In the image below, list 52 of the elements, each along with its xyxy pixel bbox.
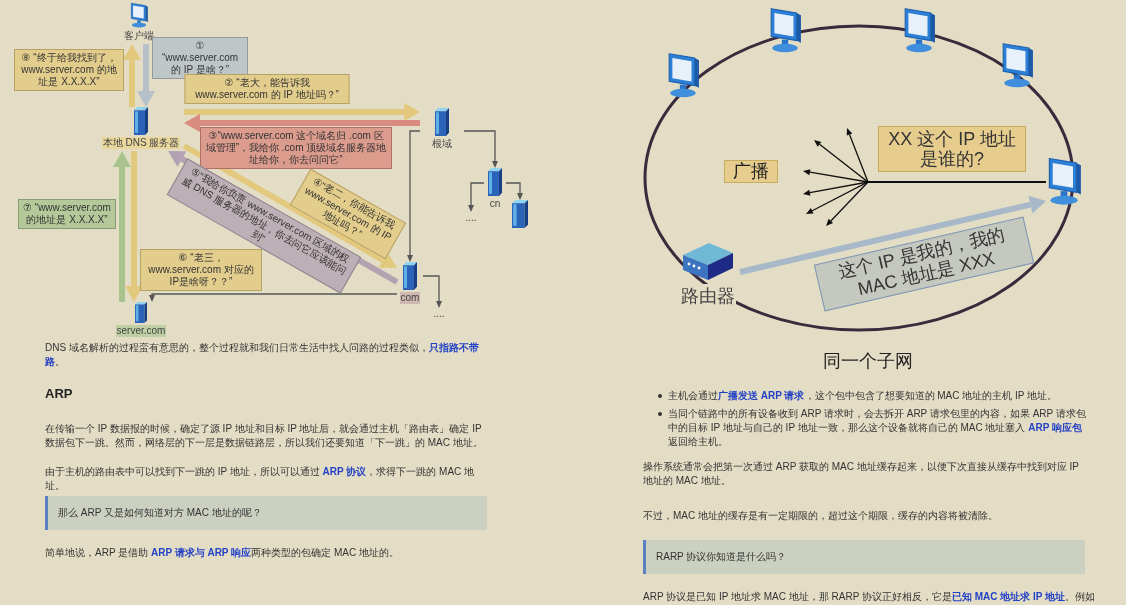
edge-label: 这个 IP 是我的，我的 MAC 地址是 XXX bbox=[813, 216, 1035, 312]
edge-label: XX 这个 IP 地址是谁的? bbox=[878, 126, 1026, 172]
paragraph: DNS 域名解析的过程蛮有意思的，整个过程就和我们日常生活中找人问路的过程类似，只指路不带路。 bbox=[45, 341, 480, 369]
callout-label: 广播 bbox=[724, 160, 778, 183]
paragraph: 操作系统通常会把第一次通过 ARP 获取的 MAC 地址缓存起来，以便下次直接从缓存中找到对应 IP 地址的 MAC 地址。 bbox=[643, 460, 1080, 488]
edge-label: ⑧ “终于给我找到了，www.server.com 的地址是 X.X.X.X” bbox=[14, 49, 124, 91]
arrow bbox=[505, 182, 523, 200]
node-label: .... bbox=[464, 212, 478, 224]
server-icon bbox=[512, 200, 528, 228]
node-label: .... bbox=[432, 308, 446, 320]
paragraph: 在传输一个 IP 数据报的时候，确定了源 IP 地址和目标 IP 地址后，就会通过主机「路由表」确定 IP 数据包下一跳。然而，网络层的下一层是数据链路层，所以我们还要知道「下一跳」的 MAC 地址。 bbox=[45, 422, 484, 450]
paragraph: ARP 协议是已知 IP 地址求 MAC 地址，那 RARP 协议正好相反，它是已知 MAC 地址求 IP 地址。例如 bbox=[643, 590, 1096, 604]
node-label: 本地 DNS 服务器 bbox=[101, 137, 181, 149]
arrow bbox=[184, 103, 420, 121]
paragraph: 由于主机的路由表中可以找到下一跳的 IP 地址，所以可以通过 ARP 协议，求得下一跳的 MAC 地址。 bbox=[45, 465, 476, 493]
node-label: com bbox=[399, 292, 421, 304]
node-label: 客户端 bbox=[123, 30, 155, 42]
edge-label: ⑥ “老三，www.server.com 对应的IP是啥呀？？” bbox=[140, 249, 262, 291]
arrow bbox=[182, 143, 397, 268]
node-label: 根域 bbox=[431, 138, 453, 150]
edge-label: ① “www.server.com 的 IP 是啥？” bbox=[152, 37, 248, 79]
arrow bbox=[137, 44, 155, 107]
arrow bbox=[826, 181, 1047, 226]
node-label: server.com bbox=[115, 325, 167, 337]
arrow bbox=[149, 293, 398, 302]
list-item-text: 当同个链路中的所有设备收到 ARP 请求时，会去拆开 ARP 请求包里的内容，如果 ARP 请求包中的目标 IP 地址与自己的 IP 地址一致，那么这个设备就将自己的 MAC 地址塞入 ARP 响应包返回给主机。 bbox=[668, 407, 1087, 449]
list-item-text: 主机会通过广播发送 ARP 请求，这个包中包含了想要知道的 MAC 地址的主机 IP 地址。 bbox=[668, 389, 1059, 403]
arrow bbox=[468, 182, 485, 212]
paragraph: 简单地说，ARP 是借助 ARP 请求与 ARP 响应两种类型的包确定 MAC 地址的。 bbox=[45, 546, 400, 560]
arrow bbox=[422, 275, 442, 308]
computer-icon bbox=[1046, 156, 1082, 206]
computer-icon bbox=[768, 6, 802, 54]
quote-text: 那么 ARP 又是如何知道对方 MAC 地址的呢？ bbox=[58, 506, 262, 520]
node-label: 路由器 bbox=[680, 284, 736, 308]
edge-label: ② “老大，能告诉我 www.server.com 的 IP 地址吗？” bbox=[184, 74, 350, 104]
arrow bbox=[739, 195, 1046, 275]
paragraph: 不过，MAC 地址的缓存是有一定期限的，超过这个期限，缓存的内容将被清除。 bbox=[643, 509, 999, 523]
computer-icon bbox=[1000, 41, 1034, 89]
node-label: cn bbox=[488, 198, 502, 210]
arrow bbox=[407, 130, 421, 262]
arrow bbox=[125, 151, 143, 302]
arrow bbox=[123, 44, 141, 107]
edge-label: ③“www.server.com 这个域名归 .com 区域管理”，我给你 .com 顶级域名服务器地址给你，你去问问它” bbox=[200, 127, 392, 169]
quote-text: RARP 协议你知道是什么吗？ bbox=[656, 550, 787, 564]
computer-icon bbox=[666, 51, 700, 99]
edge-label: ⑦ “www.server.com 的地址是 X.X.X.X” bbox=[18, 199, 116, 229]
arrow bbox=[463, 130, 498, 168]
computer-icon bbox=[902, 6, 936, 54]
arrow bbox=[184, 114, 420, 132]
section-heading: ARP bbox=[45, 386, 73, 402]
caption-text: 同一个子网 bbox=[822, 350, 914, 372]
arrow bbox=[113, 151, 131, 302]
